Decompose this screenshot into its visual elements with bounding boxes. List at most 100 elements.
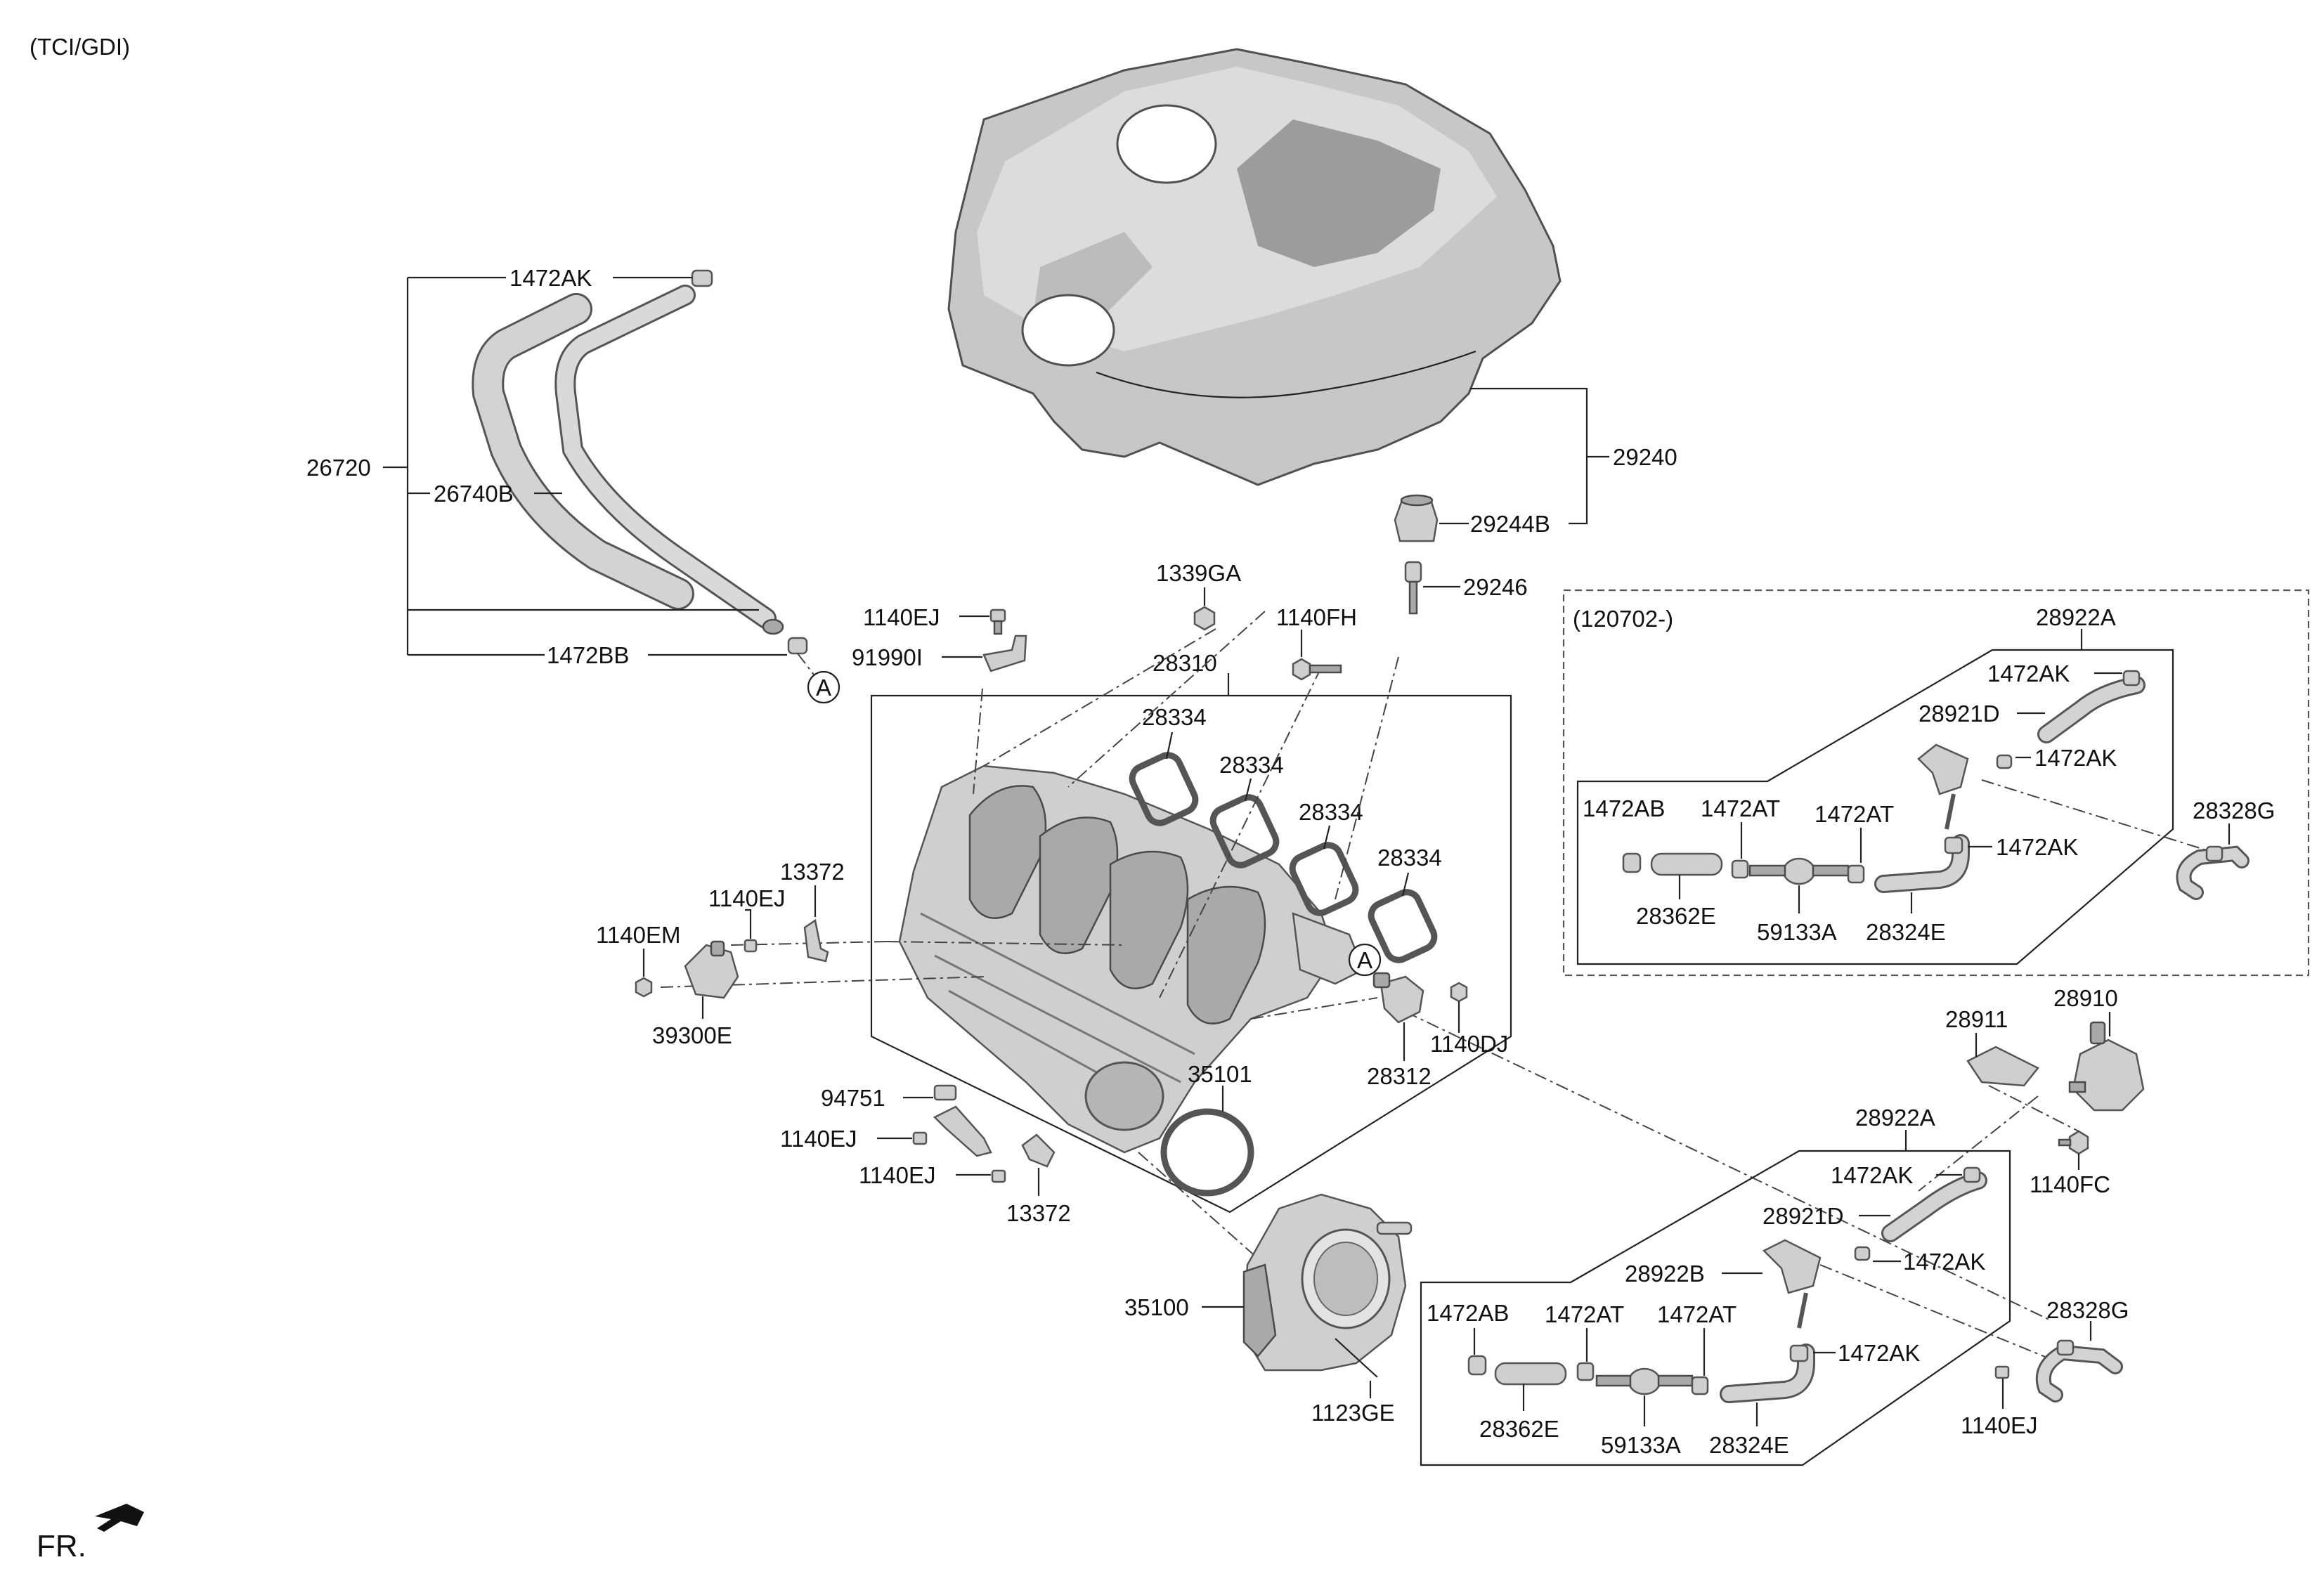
bracket-91990I [982,634,1027,672]
label-29240: 29240 [1613,444,1677,470]
lower-bracket-28922B [1762,1239,1822,1294]
label-28334-2: 28334 [1219,752,1284,778]
label-26720: 26720 [306,455,371,481]
lower-clip-1472AT-1 [1576,1362,1595,1381]
lower-hose-28362E [1494,1362,1567,1386]
hose-clip-1472AK-top [691,269,713,287]
label-l28922A: 28922A [1855,1105,1935,1131]
label-u1472AT-2: 1472AT [1815,801,1894,827]
label-u28324E: 28324E [1866,919,1946,945]
label-u28921D: 28921D [1919,701,2000,727]
upper-clip-1472AT-2 [1847,864,1865,884]
front-indicator-label: FR. [37,1529,86,1563]
label-13372-b: 13372 [1006,1200,1071,1226]
bolt-1140EJ-top [989,608,1006,635]
label-l28910: 28910 [2053,985,2118,1011]
lower-clip-1472AK-2 [1854,1246,1871,1261]
label-u59133A: 59133A [1757,919,1837,945]
upper-clip-1472AT-1 [1731,859,1749,879]
nut-1339GA [1193,606,1216,631]
bolt-1140EJ-d [991,1169,1006,1183]
label-u1472AT-1: 1472AT [1701,795,1780,821]
lower-clip-1472AT-2 [1691,1376,1709,1395]
lower-clip-1472AK-1 [1963,1166,1981,1183]
hose-clip-1472BB [787,637,808,655]
upper-hose-28362E [1650,852,1723,876]
manifold-group-frame [870,694,1512,1213]
label-1140FH: 1140FH [1276,604,1357,630]
label-28312: 28312 [1367,1063,1432,1089]
front-arrow-icon [95,1504,144,1532]
bolt-1140FC [2058,1130,2089,1155]
upper-clip-1472AK-1 [2122,670,2141,686]
label-29244B: 29244B [1470,511,1550,537]
label-l1140EJ: 1140EJ [1961,1412,2037,1438]
date-range-box [1562,589,2310,977]
gasket-28334-2 [1209,794,1280,868]
gasket-35101 [1160,1108,1254,1197]
label-u1472AK-3: 1472AK [1996,834,2078,860]
gasket-28334-3 [1289,842,1359,916]
label-u28328G: 28328G [2193,798,2275,824]
label-91990I: 91990I [852,644,923,670]
lower-hose-28921D [1881,1171,1987,1242]
bolt-1140EM [635,977,653,998]
label-28334-1: 28334 [1142,704,1207,730]
bolt-1140EJ-c [912,1131,928,1145]
date-range-label: (120702-) [1573,606,1673,632]
pcv-hose-assembly-26720 [472,285,784,635]
label-28334-4: 28334 [1377,845,1442,871]
lower-hose-28324E [1720,1343,1815,1403]
label-1123GE: 1123GE [1311,1400,1395,1426]
gasket-13372-bottom [1021,1133,1056,1168]
label-1472AK-top: 1472AK [509,265,592,291]
upper-hose-28328G [2176,845,2250,900]
label-l28921D: 28921D [1763,1203,1844,1229]
bolt-1140FH [1292,658,1342,681]
clip-94751 [933,1084,957,1101]
label-l28362E: 28362E [1479,1416,1559,1442]
bolt-1140EJ-left [744,939,758,953]
label-l28911: 28911 [1945,1006,2008,1032]
label-l28324E: 28324E [1709,1432,1789,1458]
purge-valve-28910 [2068,1021,2145,1112]
upper-kit-frame [1576,649,2174,965]
bracket-28911 [1966,1046,2039,1087]
stud-29246 [1404,561,1422,615]
bolt-1140EJ-lower [1994,1365,2010,1379]
label-l1140FC: 1140FC [2030,1171,2110,1197]
lower-kit-frame [1420,1150,2011,1466]
label-l28922B: 28922B [1625,1261,1705,1287]
lower-hose-28328G [2035,1339,2123,1402]
variant-label: (TCI/GDI) [30,34,130,60]
label-l1472AK-2: 1472AK [1903,1249,1985,1275]
label-1140EJ-d: 1140EJ [859,1162,935,1188]
callout-circle-a-lower [1348,943,1382,977]
upper-clip-1472AK-2 [1996,754,2013,769]
throttle-body-35100 [1242,1193,1413,1372]
label-l1472AK-1: 1472AK [1831,1162,1913,1188]
bolt-1140DJ [1450,982,1468,1003]
grommet-29244B [1394,494,1439,542]
label-l1472AB: 1472AB [1427,1300,1509,1326]
label-29246: 29246 [1463,574,1528,600]
label-28334-3: 28334 [1299,799,1363,825]
lower-clip-1472AK-3 [1789,1344,1809,1362]
label-l59133A: 59133A [1601,1432,1681,1458]
intake-manifold-28310 [898,764,1365,1154]
label-39300E: 39300E [652,1022,732,1048]
pcv-valve-28312 [1372,972,1424,1024]
label-l1472AT-2: 1472AT [1657,1301,1736,1327]
label-u1472AK-2: 1472AK [2034,745,2117,771]
label-u1472AK-1: 1472AK [1987,660,2070,686]
label-26740B: 26740B [434,481,514,507]
label-1140EJ-a: 1140EJ [863,604,940,630]
label-35101: 35101 [1188,1061,1252,1087]
lower-valve-59133A [1595,1367,1694,1395]
callout-letter-a-upper: A [816,675,831,701]
label-35100: 35100 [1124,1294,1189,1320]
engine-cover-29240 [947,48,1562,486]
label-1140DJ: 1140DJ [1430,1031,1508,1057]
upper-hose-28324E [1874,834,1970,893]
